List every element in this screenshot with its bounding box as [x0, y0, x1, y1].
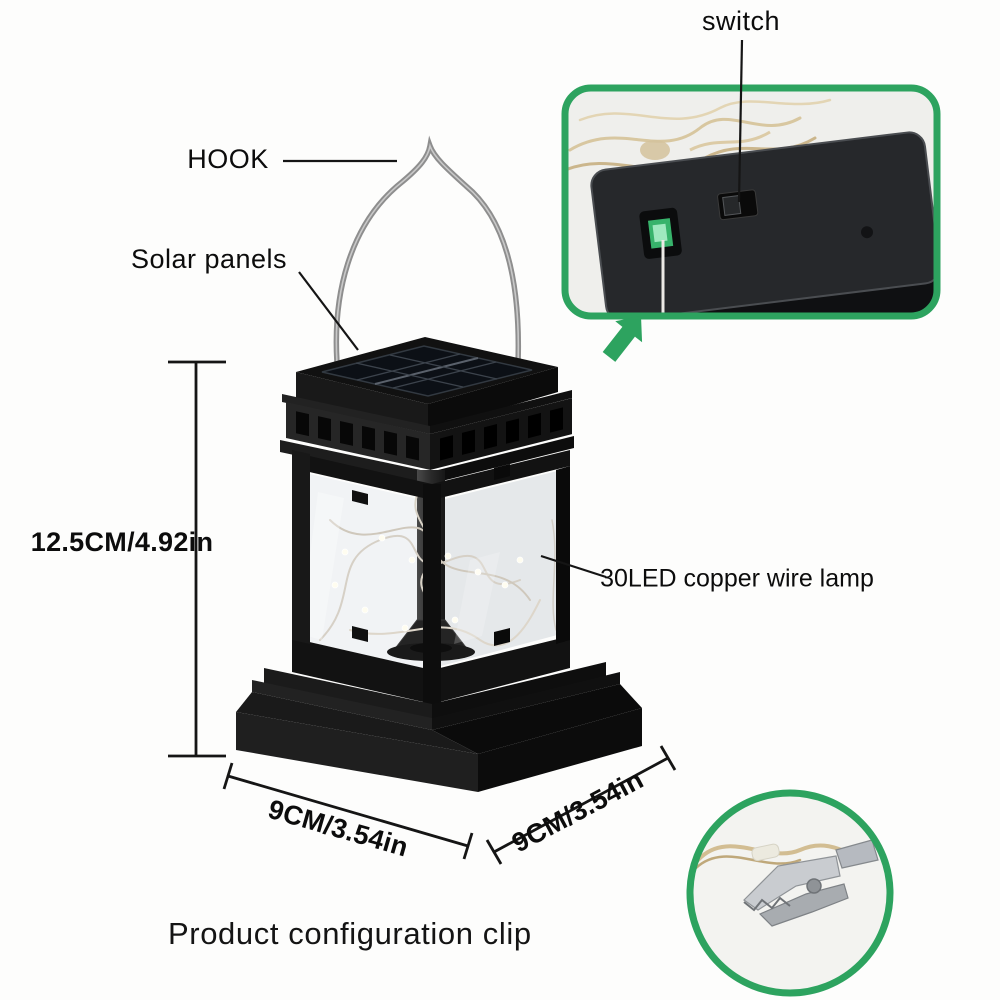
base-front-dimension-line: [227, 774, 469, 848]
lantern-illustration: [236, 135, 642, 792]
led-leader-line: [540, 554, 607, 579]
glass-reflection: [454, 552, 500, 644]
clip-detail-inset: [686, 789, 894, 997]
solar-panel-top: [296, 337, 558, 430]
switch-label: switch: [701, 6, 781, 37]
switch-detail-inset: [561, 84, 941, 320]
base-pedestal: [236, 662, 642, 792]
product-caption: Product configuration clip: [168, 916, 532, 951]
dimension-lines: [168, 360, 677, 865]
inset-green-border: [686, 789, 894, 997]
vent-crown: [280, 390, 574, 484]
alligator-clip: [743, 839, 879, 927]
hook-wire: [333, 135, 522, 401]
base-side-dimension-line: [493, 756, 669, 854]
clip-wire: [694, 843, 846, 870]
body-frame: [292, 450, 570, 704]
glass-body: [292, 450, 570, 704]
zoom-arrow-icon: [602, 316, 643, 362]
solar-leader-line: [298, 271, 359, 351]
copper-wire-strand: [689, 130, 771, 152]
led-lamp-label: 30LED copper wire lamp: [600, 564, 874, 593]
hook-label: HOOK: [187, 144, 269, 175]
switch-leader-line: [737, 39, 744, 203]
heat-shrink-tube: [751, 843, 780, 862]
inset-photo-background: [690, 793, 890, 993]
inset-green-border: [561, 84, 941, 320]
glass-reflection: [300, 492, 344, 640]
height-dimension-label: 12.5CM/4.92in: [30, 527, 214, 558]
solar-panels-label: Solar panels: [130, 244, 288, 275]
leader-lines: [283, 39, 744, 579]
